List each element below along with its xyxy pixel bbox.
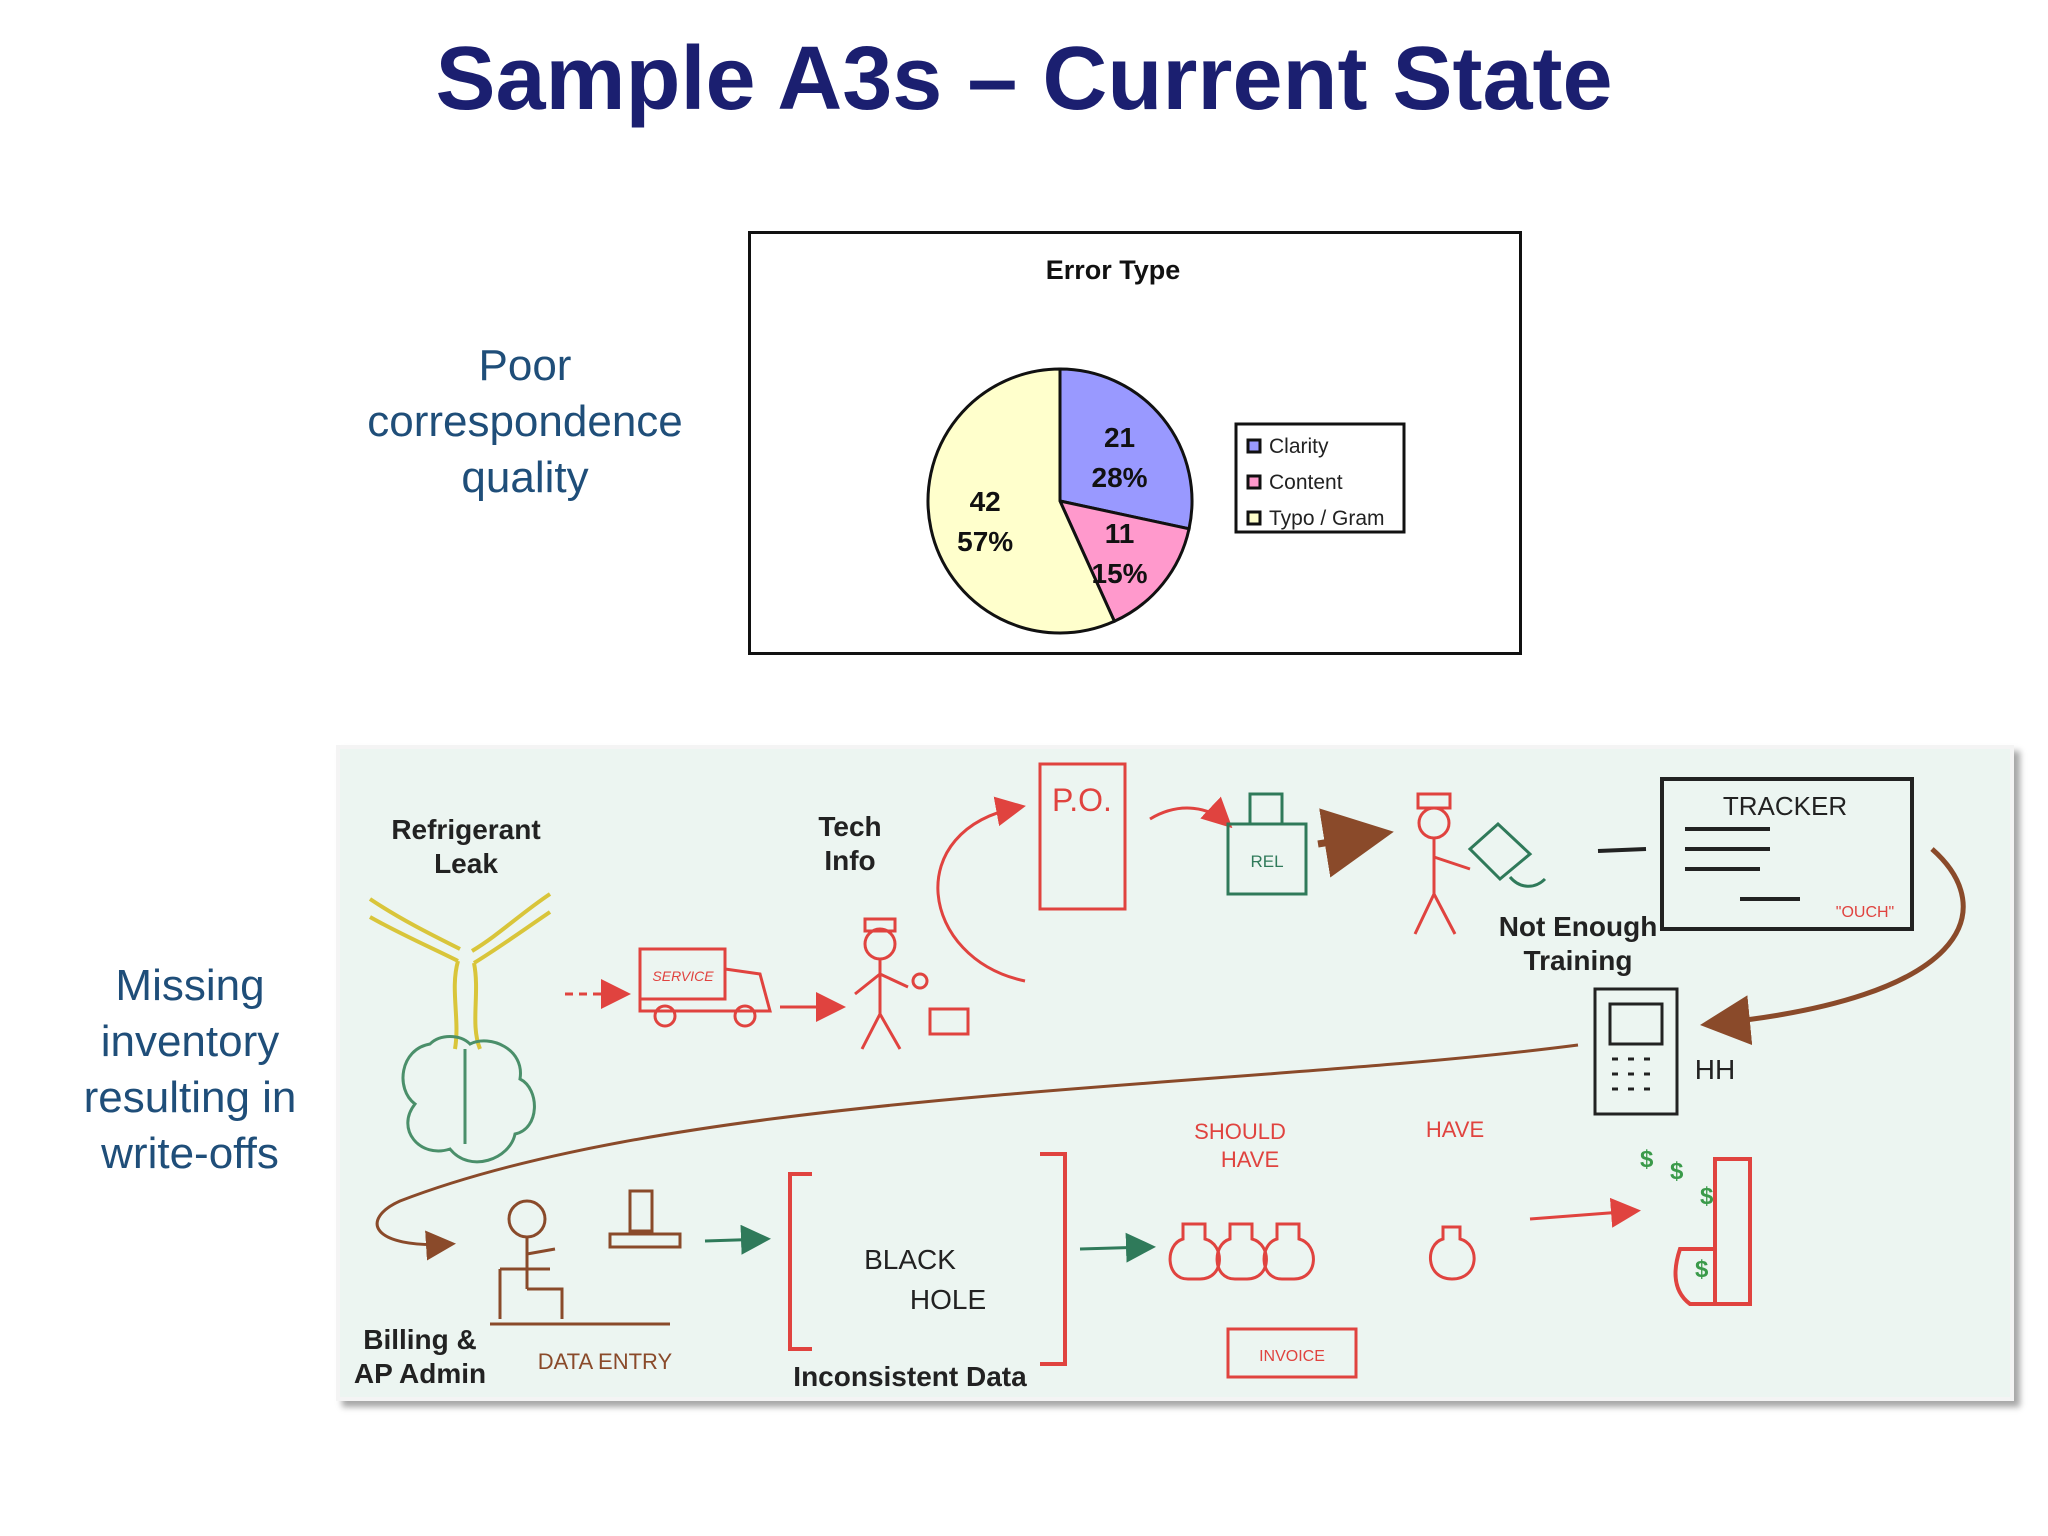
svg-text:$: $: [1700, 1183, 1714, 1210]
pie-value-label: 21: [1104, 422, 1135, 453]
legend-swatch: [1246, 510, 1262, 526]
label-tech-info: Tech: [818, 811, 881, 842]
tech-figure-drawing: [854, 917, 970, 1050]
arrow: [1149, 796, 1233, 829]
whiteboard-sketch: Refrigerant Leak SERVICE Tech Info: [336, 745, 2014, 1401]
legend-label: Typo / Gram: [1269, 507, 1385, 530]
label-not-enough-training: Not Enough: [1499, 911, 1658, 942]
arrow: [936, 796, 1026, 983]
arrow: [704, 1224, 771, 1255]
legend-box: [1234, 422, 1406, 534]
pie-slice-typo-gram: [926, 367, 1117, 635]
label-refrigerant-leak: Refrigerant: [391, 814, 540, 845]
arrow: [1700, 847, 1966, 1046]
pie-slice-content: [1057, 498, 1191, 624]
label-refrigerant-leak-line2: Leak: [434, 848, 498, 879]
text-ouch: "OUCH": [1836, 904, 1894, 921]
should-have-items-drawing: [1168, 1222, 1476, 1379]
worker-figure-drawing: [1413, 792, 1471, 935]
pie-slice-clarity: [1058, 367, 1194, 531]
handheld-device-drawing: [1467, 821, 1547, 888]
svg-text:$: $: [1670, 1158, 1684, 1185]
pie-percent-label: 28%: [1092, 462, 1148, 493]
black-hole-brackets-drawing: [788, 1152, 1067, 1366]
legend-label: Content: [1269, 471, 1343, 494]
label-tech-info-line2: Info: [824, 845, 875, 876]
text-service: SERVICE: [652, 968, 714, 984]
text-have: HAVE: [1426, 1117, 1484, 1142]
text-po: P.O.: [1052, 782, 1112, 818]
arrow: [375, 1043, 1579, 1261]
hh-device-drawing: [1593, 987, 1679, 1116]
svg-text:$: $: [1695, 1256, 1709, 1283]
pie-percent-label: 15%: [1092, 558, 1148, 589]
legend-label: Clarity: [1269, 435, 1329, 458]
pie-value-label: 42: [970, 486, 1001, 517]
text-tracker: TRACKER: [1723, 791, 1847, 821]
legend-swatch: [1246, 438, 1262, 454]
caption-correspondence-quality: Poor correspondence quality: [340, 338, 710, 506]
pie-value-label: 11: [1105, 518, 1135, 549]
pie-percent-label: 57%: [957, 526, 1013, 557]
arrow: [1529, 1197, 1641, 1228]
chart-title: Error Type: [1046, 255, 1181, 285]
caption-line: inventory: [100, 1017, 280, 1066]
pie-chart-canvas: Error Type 21 28% 11 15% 42 57% ClarityConten…: [926, 255, 1406, 635]
caption-line: resulting in: [83, 1073, 297, 1122]
whiteboard-drawing: Refrigerant Leak SERVICE Tech Info: [354, 762, 1966, 1392]
dash-line: [1597, 847, 1647, 853]
label-billing-ap-admin: Billing &: [363, 1324, 477, 1355]
rel-container-drawing: [1226, 792, 1308, 896]
caption-line: Poor: [478, 341, 572, 390]
tracker-screen-drawing: [1660, 777, 1914, 931]
caption-line: correspondence: [367, 397, 683, 446]
refrigerant-pipes-drawing: [368, 892, 552, 1050]
caption-line: Missing: [115, 961, 265, 1010]
service-van-drawing: [638, 947, 772, 1028]
admin-at-desk-drawing: [490, 1189, 682, 1326]
caption-line: quality: [461, 453, 589, 502]
po-document-drawing: [1038, 762, 1127, 911]
caption-missing-inventory: Missing inventory resulting in write-off…: [40, 958, 340, 1182]
caption-line: write-offs: [101, 1129, 279, 1178]
label-billing-ap-admin-line2: AP Admin: [354, 1358, 486, 1389]
tree-drawing: [401, 1035, 536, 1164]
arrow: [1079, 1232, 1156, 1263]
text-rel: REL: [1250, 852, 1283, 871]
text-hh: HH: [1695, 1054, 1735, 1085]
text-invoice: INVOICE: [1259, 1348, 1325, 1365]
label-not-enough-training-line2: Training: [1524, 945, 1633, 976]
text-data-entry: DATA ENTRY: [538, 1349, 673, 1374]
slide-title: Sample A3s – Current State: [435, 29, 1613, 129]
legend-swatch: [1246, 474, 1262, 490]
arrow: [1317, 808, 1394, 878]
text-hole: HOLE: [910, 1284, 986, 1315]
text-should: SHOULD: [1194, 1119, 1286, 1144]
text-should-have: HAVE: [1221, 1147, 1279, 1172]
label-inconsistent-data: Inconsistent Data: [793, 1361, 1027, 1392]
text-black-hole: BLACK: [864, 1244, 956, 1275]
svg-text:$: $: [1640, 1146, 1654, 1173]
money-symbols-drawing: $ $ $ $: [1640, 1146, 1714, 1283]
toilet-with-money-drawing: [1673, 1157, 1752, 1306]
